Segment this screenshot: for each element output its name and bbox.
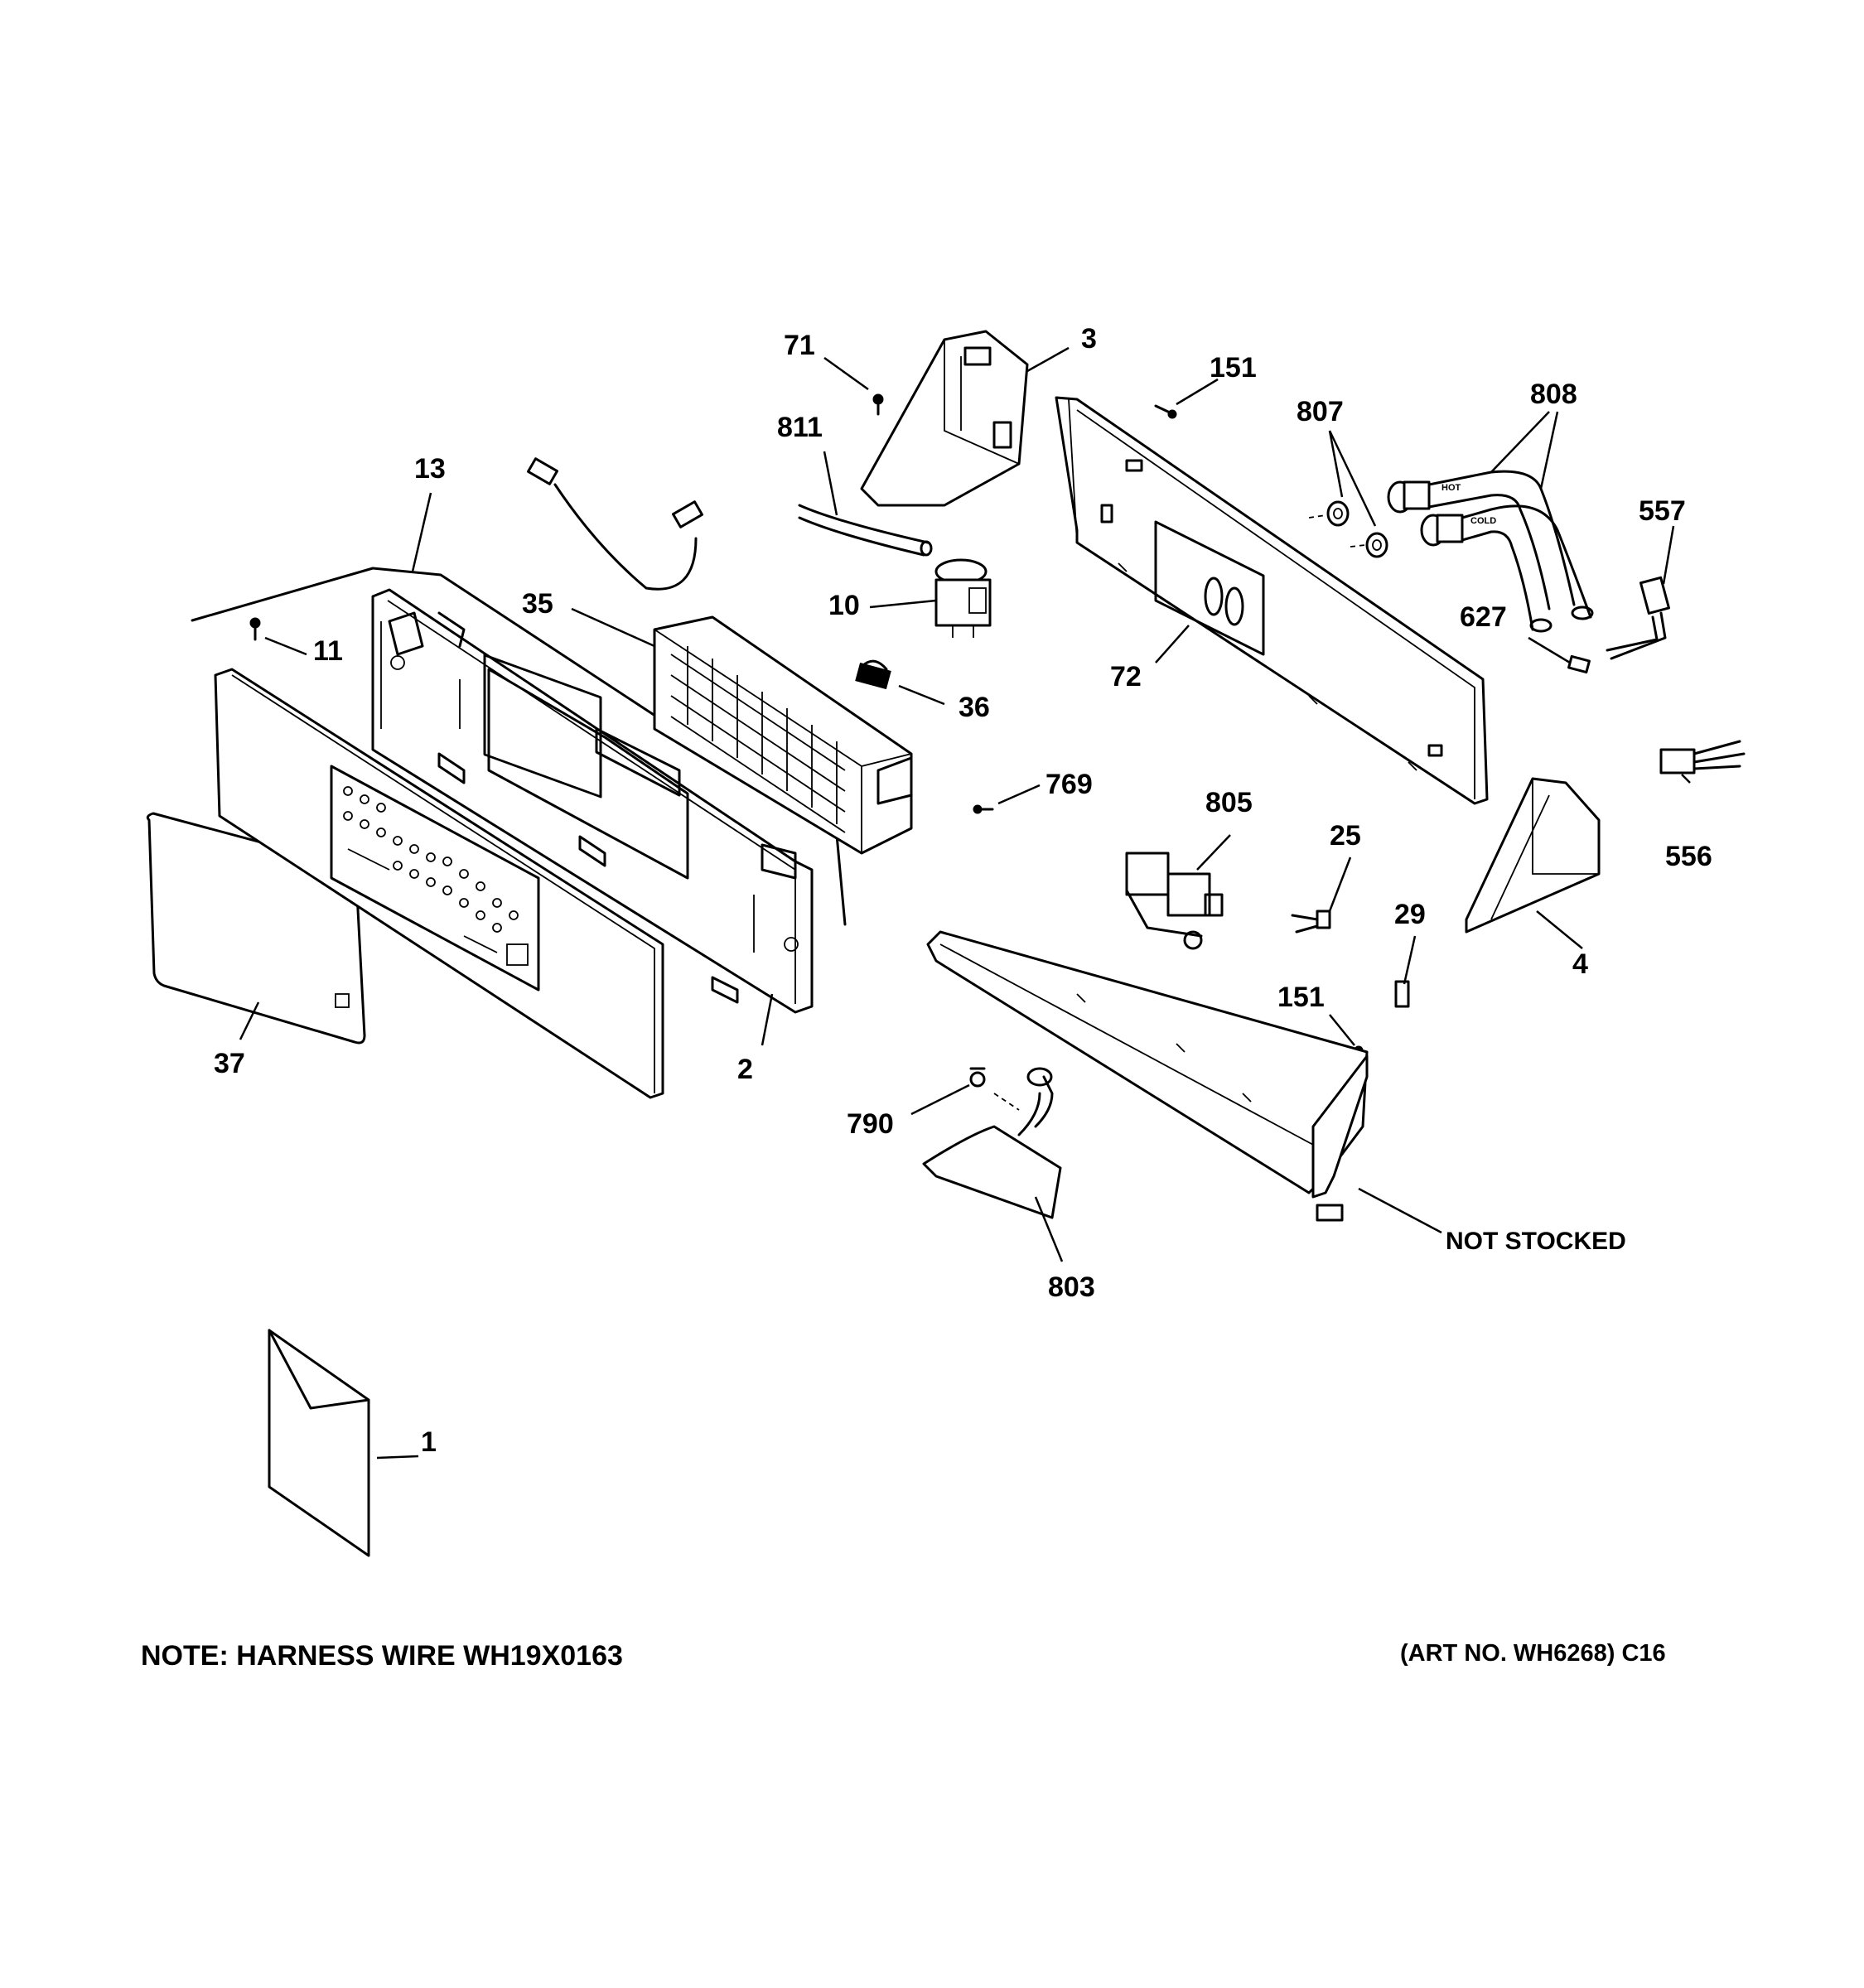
part-803-dispenser bbox=[922, 1067, 1062, 1219]
callout-557: 557 bbox=[1639, 495, 1686, 527]
callout-807: 807 bbox=[1297, 396, 1344, 427]
part-556-connector bbox=[1659, 740, 1746, 774]
callout-11: 11 bbox=[313, 635, 343, 667]
callout-29: 29 bbox=[1394, 899, 1426, 930]
callout-790: 790 bbox=[847, 1108, 894, 1140]
part-29-clip bbox=[1394, 980, 1410, 1008]
callout-2: 2 bbox=[737, 1054, 753, 1085]
part-11-screw bbox=[249, 617, 261, 641]
callout-not-stocked: NOT STOCKED bbox=[1446, 1228, 1626, 1255]
front-control-panel bbox=[214, 668, 664, 1099]
callout-71: 71 bbox=[784, 330, 815, 361]
part-151-screw-top bbox=[1154, 404, 1177, 419]
callout-labels: 71 3 151 807 808 811 13 557 35 10 627 11… bbox=[214, 323, 1712, 1458]
callout-10: 10 bbox=[828, 590, 860, 621]
part-2-control-frame bbox=[371, 588, 814, 1014]
not-stocked-bracket bbox=[926, 930, 1369, 1222]
part-13-outline bbox=[191, 567, 847, 926]
callout-37: 37 bbox=[214, 1048, 245, 1079]
part-805-water-valve bbox=[1125, 852, 1224, 950]
callout-13: 13 bbox=[414, 453, 446, 485]
callout-72: 72 bbox=[1110, 661, 1142, 692]
part-1-literature bbox=[268, 1329, 370, 1557]
part-72-rear-panel bbox=[1055, 396, 1489, 805]
callout-803: 803 bbox=[1048, 1271, 1095, 1303]
hot-label: HOT bbox=[1441, 483, 1461, 493]
callout-811: 811 bbox=[777, 412, 823, 443]
harness-wire bbox=[527, 457, 703, 591]
callout-35: 35 bbox=[522, 588, 553, 620]
part-557-power-cord bbox=[1606, 576, 1670, 660]
callout-151-lower: 151 bbox=[1277, 982, 1325, 1013]
harness-wire-note: NOTE: HARNESS WIRE WH19X0163 bbox=[141, 1640, 623, 1672]
leader-lines bbox=[239, 346, 1691, 1460]
part-35-circuit-board bbox=[653, 615, 913, 855]
part-807-washers bbox=[1308, 500, 1388, 558]
part-790-clamp bbox=[969, 1067, 1020, 1111]
part-71-screw bbox=[872, 393, 884, 416]
part-769-screw bbox=[973, 804, 994, 814]
art-number: (ART NO. WH6268) C16 bbox=[1400, 1640, 1666, 1667]
callout-1: 1 bbox=[421, 1426, 437, 1458]
callout-3: 3 bbox=[1081, 323, 1097, 355]
callout-25: 25 bbox=[1330, 820, 1361, 852]
part-808-hoses: HOT COLD bbox=[1387, 470, 1594, 633]
callout-151-top: 151 bbox=[1210, 352, 1257, 384]
callout-808: 808 bbox=[1530, 379, 1577, 410]
part-36-clip bbox=[855, 659, 891, 690]
part-4-end-cap bbox=[1465, 777, 1601, 934]
callout-556: 556 bbox=[1665, 841, 1712, 872]
callout-36: 36 bbox=[959, 692, 990, 723]
part-10-pressure-switch bbox=[934, 558, 992, 638]
part-3-end-cap bbox=[860, 330, 1029, 507]
part-25-sensor bbox=[1291, 910, 1331, 934]
callout-805: 805 bbox=[1205, 787, 1253, 818]
callout-627: 627 bbox=[1460, 601, 1507, 633]
part-627-connector bbox=[1567, 654, 1591, 674]
callout-769: 769 bbox=[1045, 769, 1093, 800]
callout-4: 4 bbox=[1572, 948, 1588, 980]
cold-label: COLD bbox=[1470, 516, 1496, 526]
part-811-tube bbox=[798, 504, 933, 557]
